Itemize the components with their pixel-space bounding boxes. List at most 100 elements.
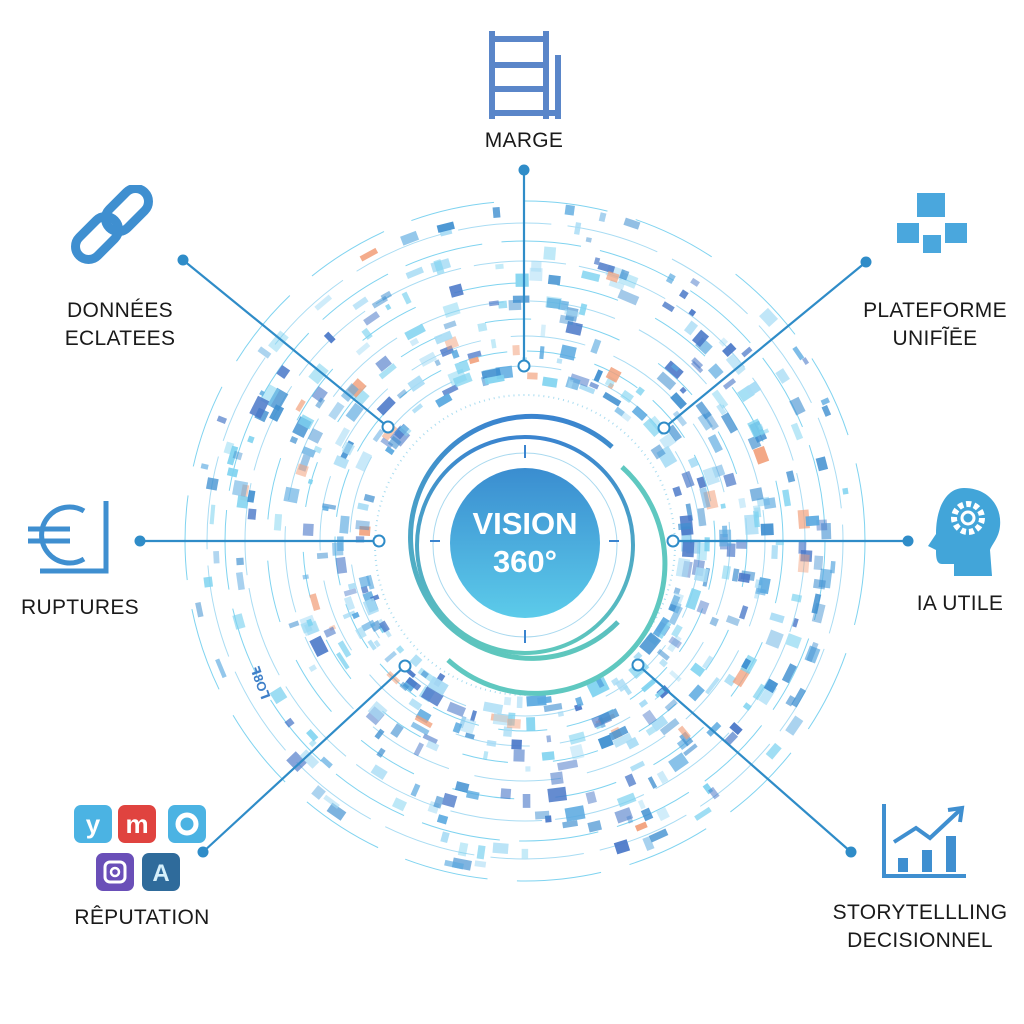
- data-fragment: [401, 291, 412, 305]
- spoke-endpoint-ia: [902, 535, 914, 547]
- data-fragment: [696, 600, 710, 615]
- data-fragment: [669, 670, 682, 683]
- data-fragment: [564, 309, 580, 317]
- data-fragment: [297, 414, 315, 430]
- data-fragment: [558, 300, 569, 311]
- data-fragment: [786, 470, 796, 483]
- data-fragment: [407, 375, 426, 392]
- data-fragment: [723, 673, 737, 687]
- data-fragment: [322, 505, 329, 512]
- data-fragment: [729, 722, 743, 736]
- data-fragment: [385, 303, 392, 311]
- data-fragment: [284, 717, 295, 728]
- data-fragment: [633, 651, 643, 661]
- data-fragment: [247, 490, 256, 503]
- data-fragment: [492, 842, 509, 854]
- data-fragment: [444, 859, 464, 870]
- data-fragment: [476, 845, 486, 860]
- data-fragment: [645, 725, 657, 736]
- spoke-node-donnees: [381, 420, 395, 434]
- data-fragment: [564, 805, 586, 822]
- inner-ring: [415, 435, 635, 655]
- data-fragment: [747, 418, 765, 438]
- data-fragment: [352, 296, 369, 311]
- data-fragment: [760, 523, 774, 536]
- data-fragment: [249, 395, 270, 419]
- data-fragment: [654, 688, 665, 699]
- data-fragment: [738, 497, 747, 509]
- data-fragment: [675, 557, 691, 578]
- data-fragment: [372, 428, 385, 443]
- data-fragment: [593, 369, 604, 383]
- data-fragment: [503, 696, 512, 706]
- data-fragment: [405, 676, 422, 691]
- data-fragment: [608, 279, 625, 291]
- data-fragment: [441, 384, 459, 397]
- data-fragment: [410, 721, 430, 736]
- data-fragment: [719, 529, 732, 547]
- data-fragment: [451, 349, 460, 359]
- data-fragment: [656, 648, 670, 661]
- data-fragment: [359, 525, 371, 537]
- data-fragment: [651, 715, 669, 732]
- data-fragment: [351, 611, 360, 620]
- data-fragment: [656, 770, 669, 784]
- data-fragment: [215, 658, 227, 679]
- data-fragment: [513, 749, 525, 762]
- data-fragment: [376, 747, 386, 758]
- data-fragment: [232, 613, 246, 630]
- data-fragment: [205, 477, 219, 491]
- data-fragment: [340, 383, 359, 402]
- data-fragment: [490, 338, 497, 349]
- data-fragment: [581, 270, 601, 283]
- data-fragment: [441, 792, 458, 808]
- data-fragment: [411, 403, 424, 414]
- data-fragment: [323, 331, 336, 344]
- data-fragment: [747, 435, 762, 450]
- data-fragment: [613, 839, 631, 855]
- data-fragment: [789, 396, 806, 416]
- data-fragment: [617, 289, 640, 306]
- data-fragment: [677, 725, 691, 740]
- data-fragment: [335, 556, 348, 574]
- data-fragment: [546, 735, 552, 743]
- data-fragment: [539, 346, 545, 360]
- data-fragment: [380, 290, 393, 301]
- data-fragment: [379, 620, 390, 633]
- data-fragment: [367, 700, 388, 721]
- spokes: [134, 164, 914, 858]
- data-fragment: [811, 593, 822, 614]
- data-fragment: [283, 486, 300, 504]
- data-fragment: [232, 450, 243, 461]
- data-fragment: [815, 456, 829, 472]
- data-fragment: [323, 626, 337, 638]
- data-fragment: [679, 386, 687, 394]
- data-fragment: [642, 835, 655, 852]
- data-fragment: [336, 652, 350, 670]
- data-fragment: [668, 636, 682, 649]
- data-fragment: [622, 684, 633, 696]
- data-fragment: [578, 383, 596, 395]
- data-fragment: [526, 717, 536, 732]
- data-fragment: [670, 592, 684, 608]
- data-fragment: [419, 351, 438, 367]
- data-fragment: [387, 435, 402, 450]
- data-fragment: [384, 650, 397, 663]
- data-fragment: [316, 552, 329, 559]
- data-fragment: [811, 602, 826, 624]
- data-fragment: [652, 616, 670, 638]
- data-fragment: [398, 423, 412, 437]
- data-fragment: [697, 413, 713, 431]
- data-fragment: [634, 821, 648, 832]
- data-fragment: [286, 751, 307, 772]
- data-fragment: [433, 259, 445, 275]
- data-fragment: [557, 759, 579, 771]
- data-fragment: [399, 681, 410, 692]
- data-fragment: [236, 495, 249, 509]
- data-fragment: [593, 257, 601, 266]
- data-fragment: [784, 633, 802, 649]
- data-fragment: [468, 356, 480, 365]
- data-fragment: [433, 795, 444, 809]
- data-fragment: [203, 576, 214, 588]
- svg-text:A: A: [152, 860, 169, 887]
